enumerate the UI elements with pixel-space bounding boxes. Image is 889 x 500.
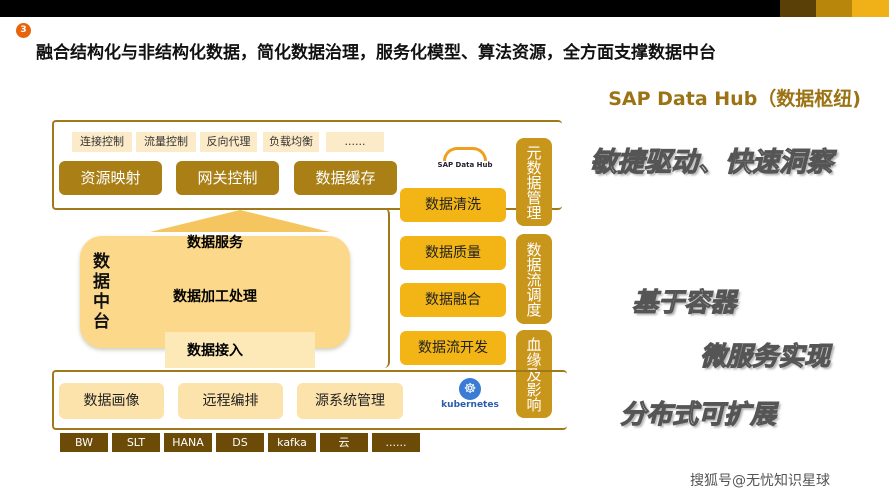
lineage-impact: 血缘及影响 [516,330,552,418]
tag: ...... [326,132,384,152]
source-slt: SLT [112,433,160,452]
accent-square [852,0,889,17]
pipeline-step: 数据清洗 [400,188,506,222]
source-bw: BW [60,433,108,452]
source-cloud: 云 [320,433,368,452]
source-hana: HANA [164,433,212,452]
accent-square [816,0,852,17]
processing-label: 数据加工处理 [173,289,257,305]
pipeline-step: 数据流开发 [400,331,506,365]
section-badge: 3 [16,23,31,38]
tag: 负载均衡 [263,132,319,152]
gateway-control-box: 网关控制 [176,161,279,195]
pipeline-step: 数据融合 [400,283,506,317]
resource-mapping-box: 资源映射 [59,161,162,195]
page-title: 融合结构化与非结构化数据，简化数据治理，服务化模型、算法资源，全方面支撑数据中台 [36,43,716,63]
accent-square [780,0,816,17]
watermark: 搜狐号@无忧知识星球 [690,473,830,489]
metadata-management: 元数据管理 [516,138,552,226]
tag: 连接控制 [72,132,132,152]
subtitle: SAP Data Hub（数据枢纽) [608,88,861,110]
ingest-label: 数据接入 [187,343,243,359]
remote-orchestration-box: 远程编排 [178,383,283,419]
data-middle-platform [80,236,350,348]
ingest-arrow-body [165,332,315,368]
tag: 流量控制 [136,132,196,152]
slogan: 微服务实现 [699,342,831,373]
side-label: 数据中台 [93,252,110,332]
slogan: 分布式可扩展 [619,400,777,431]
source-ds: DS [216,433,264,452]
slogan: 基于容器 [631,288,737,319]
core-frame [52,208,390,368]
source-more: ...... [372,433,420,452]
kubernetes-logo: ☸ kubernetes [440,378,500,410]
tag: 反向代理 [200,132,257,152]
sap-data-hub-logo: SAP Data Hub [430,147,500,169]
source-kafka: kafka [268,433,316,452]
gateway-frame [52,120,562,210]
data-cache-box: 数据缓存 [294,161,397,195]
data-service-label: 数据服务 [187,235,243,251]
dataflow-scheduling: 数据流调度 [516,234,552,324]
data-profile-box: 数据画像 [59,383,164,419]
top-bar [0,0,889,17]
slogan: 敏捷驱动、快速洞察 [590,147,834,179]
pipeline-step: 数据质量 [400,236,506,270]
bottom-frame [52,370,567,430]
arrow-up-icon [150,210,330,232]
source-system-box: 源系统管理 [297,383,403,419]
